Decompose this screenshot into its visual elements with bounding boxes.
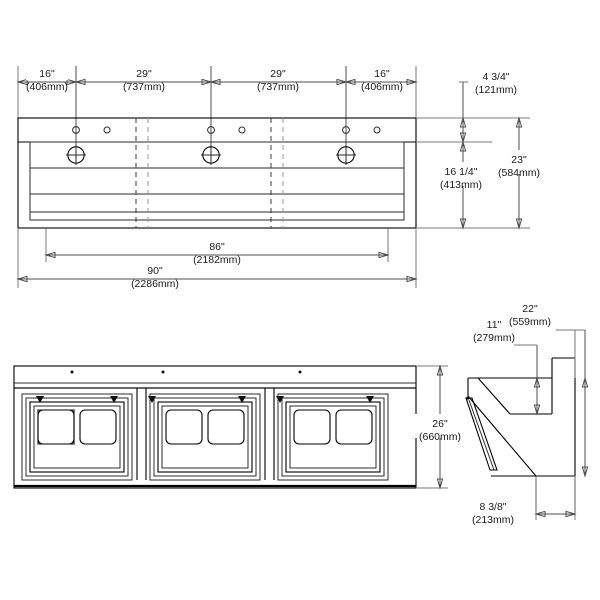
top-view: 16" (406mm) 29" (737mm) 29" (737mm) 16" … (16, 66, 548, 290)
dim-16-1-4-metric: (413mm) (440, 179, 482, 191)
dim-11-metric: (279mm) (473, 332, 515, 344)
dim-29-first-imperial: 29" (136, 68, 152, 80)
dim-86-bowl: 86" (2182mm) (44, 241, 390, 266)
drain-symbol (201, 145, 221, 165)
soap-hole (103, 126, 111, 134)
anchor-point (466, 396, 470, 400)
dim-23-overall-depth: 23" (584mm) (492, 116, 548, 230)
front-station-panel (21, 393, 133, 481)
dim-26-height: 26" (660mm) (412, 364, 470, 490)
dim-16-left-imperial: 16" (39, 68, 55, 80)
top-view-deck-outline (17, 117, 417, 229)
dim-86-metric: (2182mm) (193, 254, 241, 266)
panel-clip (276, 396, 284, 403)
supply-hole (207, 126, 215, 134)
dim-16-right-metric: (406mm) (361, 81, 403, 93)
fastener-dot (70, 370, 74, 374)
top-view-hidden-partitions (135, 118, 284, 228)
dim-29-second-imperial: 29" (270, 68, 286, 80)
soap-hole (238, 126, 246, 134)
right-side-section-view: 22" (559mm) 11" (279mm) 8 3/8" (213mm) (465, 303, 589, 526)
front-station-panel (276, 393, 389, 481)
dim-8-3-8-imperial: 8 3/8" (479, 501, 506, 513)
dim-4-3-4-imperial: 4 3/4" (482, 71, 509, 83)
dim-16-left-metric: (406mm) (26, 81, 68, 93)
dim-22-depth: 22" (559mm) (509, 303, 589, 478)
dim-86-imperial: 86" (209, 241, 225, 253)
drain-symbol (336, 145, 356, 165)
dim-4-3-4-metric: (121mm) (475, 84, 517, 96)
dim-29-first-metric: (737mm) (123, 81, 165, 93)
panel-clip (110, 396, 118, 403)
panel-clip (148, 396, 156, 403)
supply-hole (342, 126, 350, 134)
dim-11-bowl-depth: 11" (279mm) (473, 319, 541, 416)
front-station-panel (148, 393, 261, 481)
dim-90-overall: 90" (2286mm) (16, 265, 418, 290)
dim-26-imperial: 26" (432, 418, 448, 430)
drain-symbol (66, 145, 86, 165)
fastener-dot (161, 370, 165, 374)
dim-16-1-4-imperial: 16 1/4" (445, 166, 478, 178)
dim-23-metric: (584mm) (498, 167, 540, 179)
dim-16-right-imperial: 16" (374, 68, 390, 80)
dim-26-metric: (660mm) (419, 431, 461, 443)
front-elevation-view: 26" (660mm) (13, 364, 470, 490)
panel-clip (366, 396, 374, 403)
dim-11-imperial: 11" (487, 319, 502, 331)
top-horizontal-dimension-chain: 16" (406mm) 29" (737mm) 29" (737mm) 16" … (16, 68, 418, 93)
top-view-overall-dimensions: 86" (2182mm) 90" (2286mm) (16, 228, 418, 290)
dim-8-3-8-base: 8 3/8" (213mm) (472, 476, 577, 526)
dim-90-metric: (2286mm) (131, 278, 179, 290)
dim-29-second-metric: (737mm) (257, 81, 299, 93)
dim-23-imperial: 23" (511, 154, 527, 166)
dim-16-1-4-depth: 16 1/4" (413mm) (432, 140, 490, 230)
dim-22-imperial: 22" (522, 303, 538, 315)
top-view-deck-holes (72, 126, 381, 134)
panel-clip (36, 396, 44, 403)
dim-4-3-4-backsplash: 4 3/4" (121mm) (459, 71, 517, 144)
dim-22-metric: (559mm) (509, 316, 551, 328)
dim-90-imperial: 90" (147, 265, 163, 277)
top-view-vertical-dimensions: 4 3/4" (121mm) 16 1/4" (413mm) 23" (584m… (416, 71, 548, 230)
dim-8-3-8-metric: (213mm) (472, 514, 514, 526)
top-view-drain-symbols (66, 145, 356, 165)
panel-clip (238, 396, 246, 403)
supply-hole (72, 126, 80, 134)
soap-hole (373, 126, 381, 134)
fastener-dot (298, 370, 302, 374)
